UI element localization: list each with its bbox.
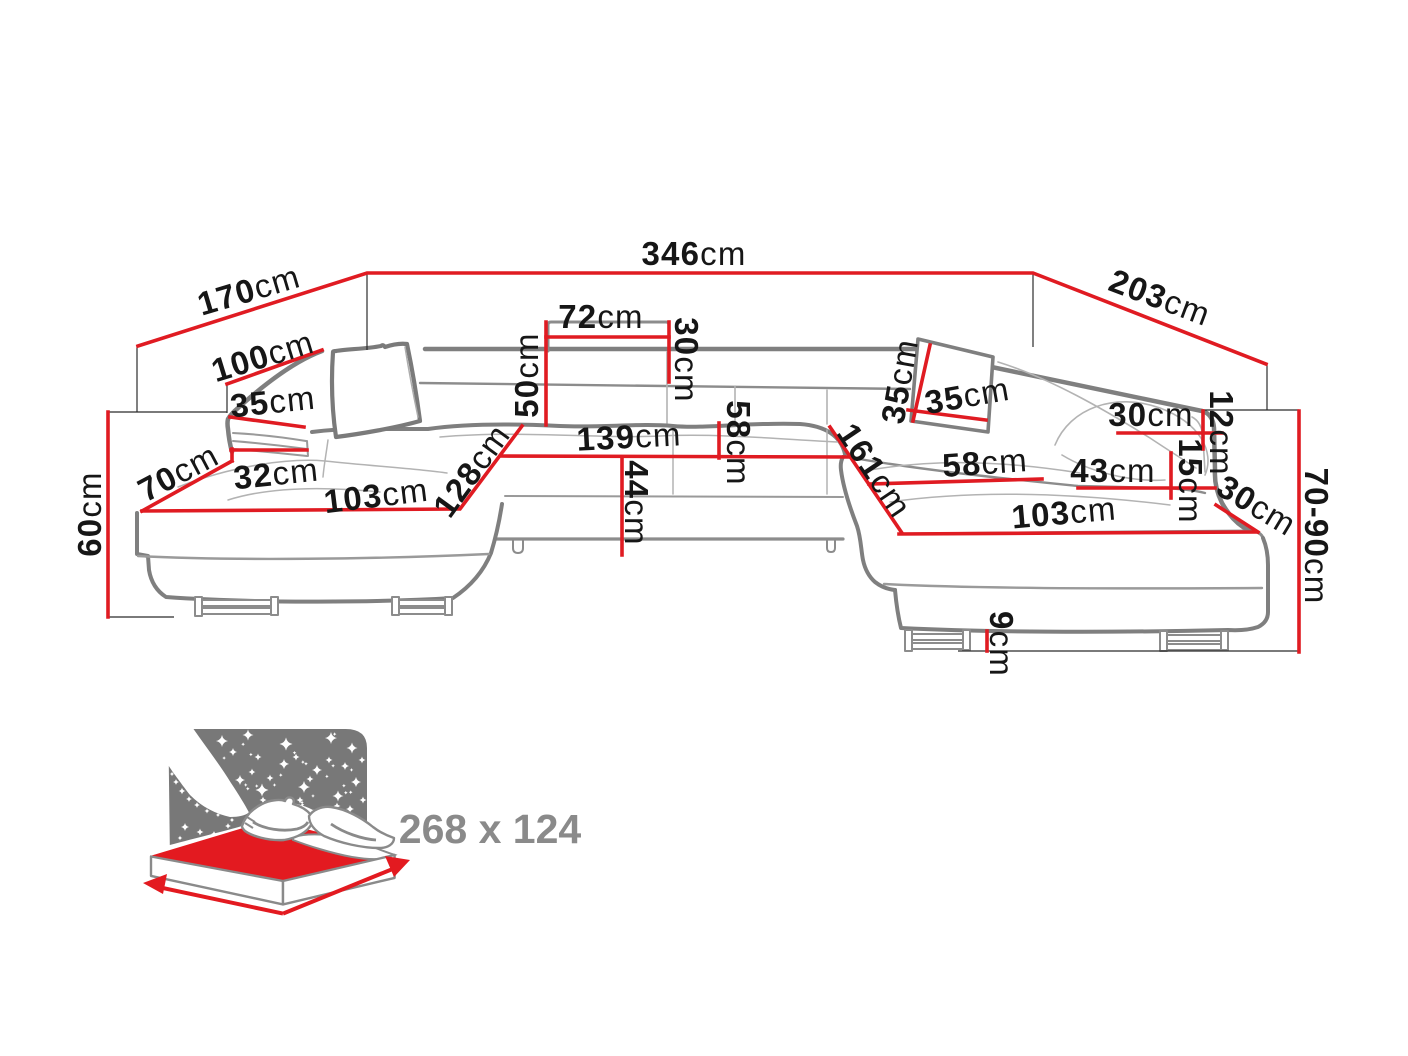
svg-text:35cm: 35cm bbox=[922, 370, 1013, 421]
svg-text:50cm: 50cm bbox=[508, 332, 545, 418]
svg-text:43cm: 43cm bbox=[1070, 452, 1156, 489]
svg-text:60cm: 60cm bbox=[71, 471, 108, 557]
svg-text:35cm: 35cm bbox=[228, 379, 317, 425]
svg-text:103cm: 103cm bbox=[322, 471, 431, 521]
svg-text:70-90cm: 70-90cm bbox=[1298, 468, 1335, 605]
svg-text:44cm: 44cm bbox=[618, 460, 655, 546]
svg-text:32cm: 32cm bbox=[232, 451, 321, 497]
svg-text:103cm: 103cm bbox=[1010, 489, 1118, 535]
svg-text:35cm: 35cm bbox=[874, 336, 925, 427]
svg-text:30cm: 30cm bbox=[668, 317, 705, 403]
svg-text:139cm: 139cm bbox=[576, 415, 683, 457]
svg-text:9cm: 9cm bbox=[983, 611, 1020, 677]
svg-text:346cm: 346cm bbox=[641, 235, 746, 272]
svg-text:12cm: 12cm bbox=[1203, 390, 1240, 476]
svg-text:268 x 124: 268 x 124 bbox=[399, 806, 582, 852]
svg-text:58cm: 58cm bbox=[941, 441, 1029, 484]
svg-text:58cm: 58cm bbox=[720, 400, 757, 486]
svg-text:15cm: 15cm bbox=[1172, 438, 1209, 524]
svg-text:72cm: 72cm bbox=[558, 298, 644, 335]
svg-text:30cm: 30cm bbox=[1108, 396, 1194, 433]
